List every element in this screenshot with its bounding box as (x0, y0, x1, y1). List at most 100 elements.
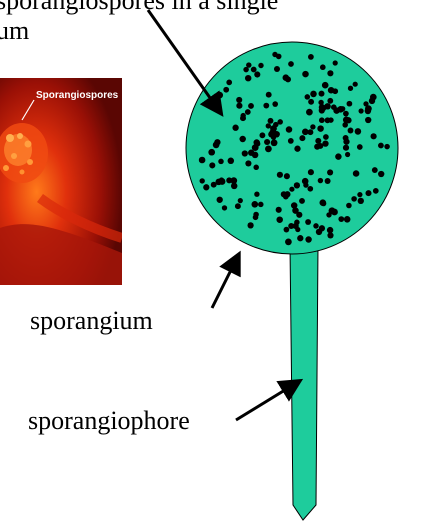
spore-dot (231, 183, 238, 190)
spore-dot (265, 146, 272, 153)
spore-dot (203, 184, 209, 190)
sporangiophore-arrow (236, 382, 298, 420)
spore-dot (199, 157, 206, 164)
spore-dot (359, 108, 364, 113)
spore-dot (245, 75, 251, 81)
spore-dot (289, 187, 294, 192)
spore-dot (340, 106, 345, 111)
spore-dot (268, 118, 274, 124)
spore-dot (327, 98, 333, 104)
spore-dot (254, 71, 260, 77)
spore-dot (259, 132, 265, 138)
spore-dot (326, 212, 331, 217)
spore-dot (263, 103, 269, 109)
spore-dot (319, 199, 326, 206)
spore-dot (384, 144, 390, 150)
spore-dot (320, 64, 326, 70)
spore-dot (251, 67, 257, 73)
spore-dot (294, 146, 300, 152)
spore-dot (317, 125, 323, 131)
spore-dot (219, 178, 226, 185)
spore-dot (217, 197, 223, 203)
spore-dot (264, 139, 270, 145)
spore-dot (371, 133, 377, 139)
spore-dot (346, 203, 352, 209)
spore-dot (319, 91, 325, 97)
spore-dot (331, 209, 338, 216)
spore-dot (310, 124, 315, 129)
spore-dot (314, 144, 320, 150)
spore-dot (353, 170, 360, 177)
spore-dot (365, 117, 371, 123)
spore-dot (275, 131, 280, 136)
spore-dot (357, 192, 362, 197)
spore-dot (357, 144, 363, 150)
spore-dot (318, 178, 323, 183)
spore-dot (305, 236, 311, 242)
spore-dot (307, 186, 313, 192)
spore-dot (313, 223, 319, 229)
spore-dot (252, 144, 259, 151)
spore-dot (288, 223, 294, 229)
spore-dot (355, 128, 362, 135)
spore-dot (318, 100, 323, 105)
spore-dot (302, 71, 309, 78)
spore-dot (266, 123, 271, 128)
spore-dot (291, 202, 298, 209)
spore-dot (276, 207, 282, 213)
spore-dot (295, 227, 300, 232)
spore-dot (316, 229, 322, 235)
spore-dot (307, 129, 313, 135)
spore-dot (315, 138, 321, 144)
spore-dot (344, 216, 351, 223)
spore-dot (281, 191, 287, 197)
spore-dot (299, 198, 305, 204)
spore-dot (294, 182, 300, 188)
spore-dot (373, 188, 379, 194)
spore-dot (240, 115, 246, 121)
spore-dot (343, 145, 349, 151)
spore-dot (327, 70, 333, 76)
spore-dot (272, 101, 278, 107)
caption-arrow (148, 10, 220, 112)
spore-dot (245, 109, 251, 115)
spore-dot (303, 182, 308, 187)
spore-dot (327, 169, 333, 175)
spore-dot (343, 135, 349, 141)
spore-dot (258, 63, 263, 68)
spore-dot (331, 104, 337, 110)
spore-dot (305, 94, 311, 100)
sporangiophore-label: sporangiophore (28, 406, 190, 436)
spore-dot (338, 216, 344, 222)
spore-dot (253, 212, 259, 218)
spore-dot (323, 134, 329, 140)
spore-dot (365, 108, 371, 114)
spore-dot (213, 142, 220, 149)
spore-dot (242, 150, 248, 156)
spore-dot (351, 196, 357, 202)
spore-dot (276, 216, 283, 223)
spore-dot (246, 62, 251, 67)
spore-dot (348, 86, 353, 91)
spore-dot (236, 103, 242, 109)
spore-dot (223, 87, 229, 93)
sporangium-label: sporangium (30, 306, 153, 336)
spore-dot (308, 169, 314, 175)
spore-dot (299, 135, 305, 141)
spore-dot (268, 131, 275, 138)
spore-dot (324, 103, 330, 109)
spore-dot (245, 160, 251, 166)
spore-dot (378, 143, 384, 149)
spore-dot (372, 167, 378, 173)
spore-dot (236, 97, 242, 103)
spore-dot (319, 117, 325, 123)
spore-dot (370, 94, 377, 101)
spore-dot (288, 61, 294, 67)
spore-dot (228, 158, 234, 164)
spore-dot (208, 149, 215, 156)
spore-dot (277, 119, 283, 125)
spore-dot (284, 227, 290, 233)
spore-dot (284, 173, 290, 179)
spore-dot (378, 171, 384, 177)
